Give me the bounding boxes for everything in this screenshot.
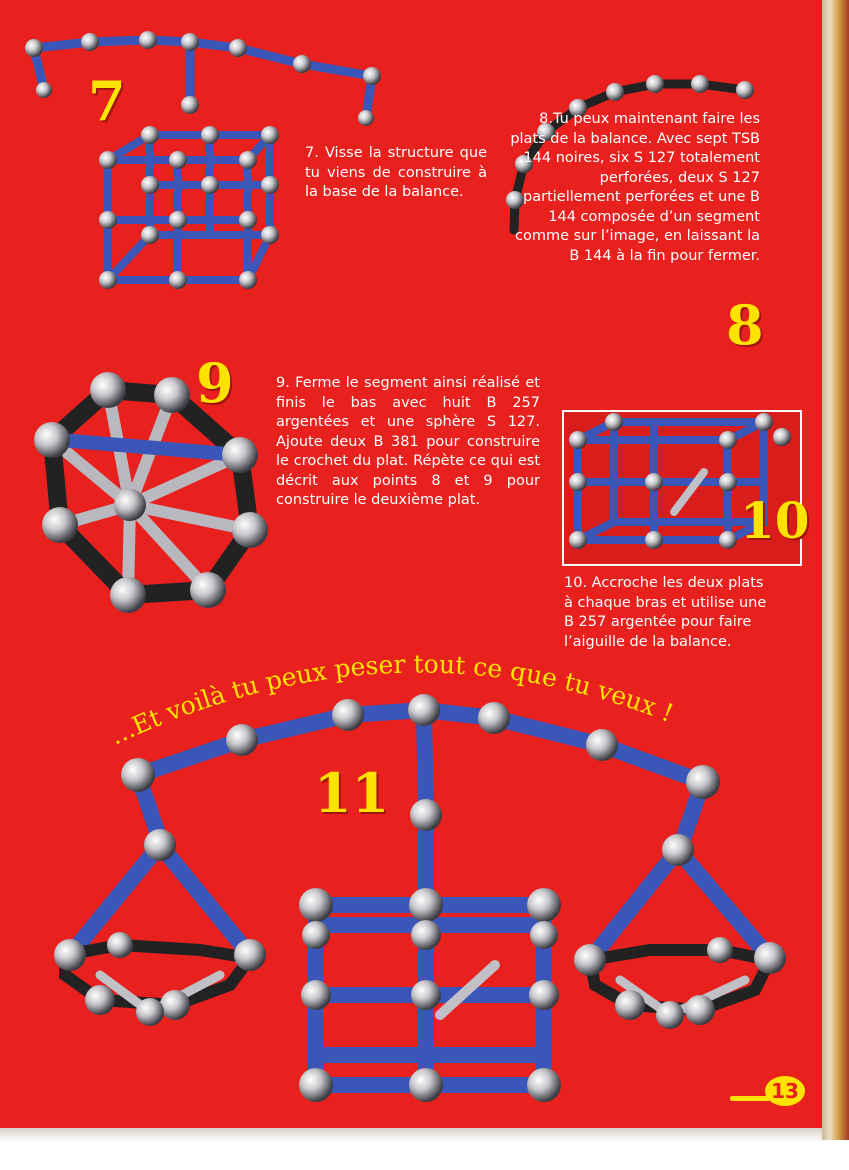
step10-photo [562,410,802,566]
step-7-number: 7 [88,69,126,133]
illustrations [25,31,786,1102]
step-10-text: 10. Accroche les deux plats à chaque bra… [564,575,767,650]
page-bottom-shadow [0,1128,822,1142]
page-number: 13 [765,1076,805,1106]
step-10-number: 10 [740,491,810,550]
step-9-number: 9 [196,351,234,415]
step-9-text: 9. Ferme le segment ainsi réalisé et fin… [276,375,540,508]
page-edge [822,0,849,1140]
slogan-graphic: ...Et voilà tu peux peser tout ce que tu… [105,649,677,750]
page-number-underline [730,1096,770,1101]
manual-page: 7 8 9 10 11 7. Visse la structure que tu… [0,0,822,1128]
slogan-text: ...Et voilà tu peux peser tout ce que tu… [105,649,677,750]
step-8-text: 8.Tu peux maintenant faire les plats de … [510,111,760,264]
step-7-text: 7. Visse la structure que tu viens de co… [305,145,487,200]
step11-balance-model [54,694,786,1102]
step-11-number: 11 [314,761,390,825]
step9-plate-model [34,372,268,613]
step-8-number: 8 [726,293,764,357]
